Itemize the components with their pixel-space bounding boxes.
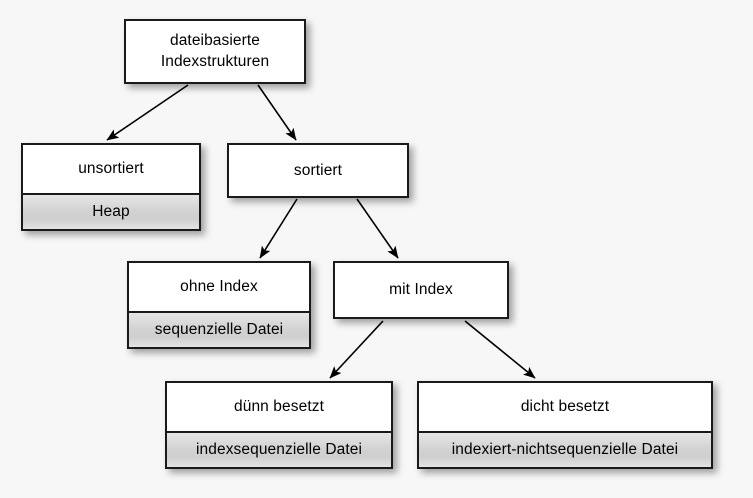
node-unsortiert-title: unsortiert — [23, 145, 199, 193]
node-duenn-besetzt-subtitle: indexsequenzielle Datei — [167, 431, 391, 467]
node-sortiert[interactable]: sortiert — [227, 143, 409, 198]
edge-root-to-unsortiert — [106, 84, 189, 141]
node-sortiert-title: sortiert — [229, 145, 407, 196]
node-duenn-besetzt-title: dünn besetzt — [167, 383, 391, 431]
edge-root-to-sortiert — [257, 84, 297, 141]
edge-mit-index-to-dicht — [464, 320, 536, 379]
node-root[interactable]: dateibasierte Indexstrukturen — [124, 19, 306, 84]
edge-sortiert-to-mit-index — [356, 198, 399, 259]
node-unsortiert-subtitle: Heap — [23, 193, 199, 229]
node-mit-index-title: mit Index — [335, 263, 507, 317]
edge-mit-index-to-duenn — [329, 320, 384, 379]
edge-sortiert-to-ohne-index — [259, 198, 298, 259]
node-root-title: dateibasierte Indexstrukturen — [126, 21, 304, 82]
node-dicht-besetzt-subtitle: indexiert-nichtsequenzielle Datei — [419, 431, 711, 467]
node-dicht-besetzt-title: dicht besetzt — [419, 383, 711, 431]
node-ohne-index-subtitle: sequenzielle Datei — [129, 311, 309, 347]
node-mit-index[interactable]: mit Index — [333, 261, 509, 319]
node-ohne-index-title: ohne Index — [129, 263, 309, 311]
